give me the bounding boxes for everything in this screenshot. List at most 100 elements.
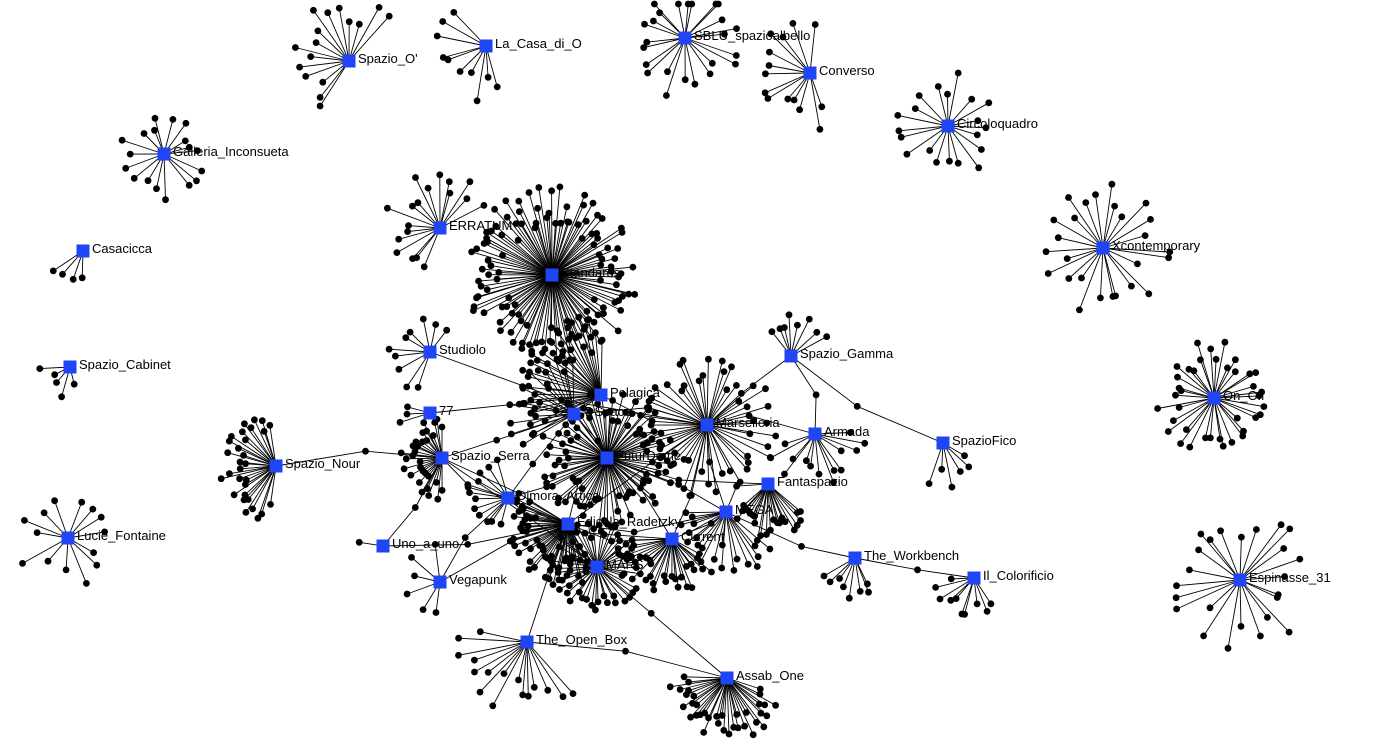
hub-node-studiolo[interactable]: Studiolo bbox=[423, 342, 486, 359]
hub-square-icon[interactable] bbox=[376, 539, 390, 553]
hub-square-icon[interactable] bbox=[967, 571, 981, 585]
hub-square-icon[interactable] bbox=[423, 406, 437, 420]
leaf-node-standards bbox=[611, 299, 619, 306]
hub-square-icon[interactable] bbox=[435, 451, 449, 465]
leaf-node-standards bbox=[508, 310, 516, 317]
leaf-node-t_space bbox=[569, 356, 577, 364]
hub-square-icon[interactable] bbox=[719, 505, 733, 519]
spoke-edge-standards bbox=[508, 274, 553, 299]
hub-square-icon[interactable] bbox=[1207, 391, 1221, 405]
hub-node-circoloquadro[interactable]: Circoloquadro bbox=[941, 116, 1038, 133]
hub-square-icon[interactable] bbox=[590, 560, 604, 574]
hub-square-icon[interactable] bbox=[423, 345, 437, 359]
hub-node-assab_one[interactable]: Assab_One bbox=[720, 668, 804, 685]
hub-node-on_off[interactable]: On_Off bbox=[1207, 388, 1266, 405]
hub-node-fantaspazio[interactable]: Fantaspazio bbox=[761, 474, 848, 491]
leaf-node-spazio_nour bbox=[266, 421, 274, 429]
hub-square-icon[interactable] bbox=[700, 418, 714, 432]
hub-node-mars[interactable]: MARS bbox=[590, 557, 644, 574]
leaf-node-standards bbox=[468, 248, 475, 256]
leaf-node-assab_one bbox=[756, 700, 763, 708]
hub-node-xcontemporary[interactable]: Xcontemporary bbox=[1096, 238, 1201, 255]
leaf-node-spazio_nour bbox=[240, 452, 247, 459]
hub-label-lucie_fontaine: Lucie_Fontaine bbox=[77, 528, 166, 543]
hub-node-il_colorificio[interactable]: Il_Colorificio bbox=[967, 568, 1054, 585]
hub-square-icon[interactable] bbox=[561, 517, 575, 531]
leaf-node-converso bbox=[765, 62, 773, 69]
spoke-edge-pelagica bbox=[522, 369, 602, 396]
leaf-node-the_workbench bbox=[845, 594, 853, 602]
hub-node-casacicca[interactable]: Casacicca bbox=[76, 241, 153, 258]
hub-square-icon[interactable] bbox=[720, 671, 734, 685]
hub-node-marselleria[interactable]: Marselleria bbox=[700, 415, 781, 432]
hub-node-the_open_box[interactable]: The_Open_Box bbox=[520, 632, 628, 649]
leaf-node-marselleria bbox=[705, 355, 712, 363]
hub-node-espinasse_31[interactable]: Espinasse_31 bbox=[1233, 570, 1331, 587]
hub-node-spazio_serra[interactable]: Spazio_Serra bbox=[435, 448, 531, 465]
spoke-edge-espinasse_31 bbox=[1239, 576, 1285, 581]
hub-node-lucie_fontaine[interactable]: Lucie_Fontaine bbox=[61, 528, 166, 545]
hub-node-erratum[interactable]: ERRATUM bbox=[433, 218, 513, 235]
hub-square-icon[interactable] bbox=[76, 244, 90, 258]
hub-node-spazio_o[interactable]: Spazio_O' bbox=[342, 51, 418, 68]
hub-node-mega[interactable]: MEGA bbox=[719, 502, 774, 519]
hub-square-icon[interactable] bbox=[157, 147, 171, 161]
spoke-edge-futurdome bbox=[583, 457, 608, 507]
hub-node-armada[interactable]: Armada bbox=[808, 424, 871, 441]
hub-square-icon[interactable] bbox=[433, 221, 447, 235]
hub-square-icon[interactable] bbox=[808, 427, 822, 441]
spoke-edge-standards bbox=[551, 202, 594, 276]
hub-square-icon[interactable] bbox=[803, 66, 817, 80]
hub-square-icon[interactable] bbox=[520, 635, 534, 649]
spoke-edge-marselleria bbox=[706, 424, 723, 474]
hub-node-dimora_artica[interactable]: Dimora_Artica bbox=[501, 488, 601, 505]
leaf-node-standards bbox=[613, 281, 620, 289]
hub-node-standards[interactable]: Standards bbox=[545, 265, 621, 282]
hub-square-icon[interactable] bbox=[479, 39, 493, 53]
leaf-node-standards bbox=[499, 252, 506, 259]
hub-node-t_space[interactable]: T-Space bbox=[567, 404, 632, 421]
hub-node-spaziofico[interactable]: SpazioFico bbox=[936, 433, 1017, 450]
hub-square-icon[interactable] bbox=[545, 268, 559, 282]
hub-square-icon[interactable] bbox=[665, 532, 679, 546]
leaf-node-circoloquadro bbox=[985, 99, 993, 107]
hub-square-icon[interactable] bbox=[761, 477, 775, 491]
spoke-edge-marselleria bbox=[706, 424, 771, 458]
hub-node-la_casa_di_o[interactable]: La_Casa_di_O bbox=[479, 36, 582, 53]
hub-square-icon[interactable] bbox=[678, 31, 692, 45]
hub-node-spazio_cabinet[interactable]: Spazio_Cabinet bbox=[63, 357, 172, 374]
hub-node-sblu[interactable]: SBLU_spazioalbello bbox=[678, 28, 811, 45]
hub-square-icon[interactable] bbox=[594, 388, 608, 402]
hub-node-pelagica[interactable]: Pelagica bbox=[594, 385, 661, 402]
hub-square-icon[interactable] bbox=[433, 575, 447, 589]
hub-node-edicola_radetzky[interactable]: Edicola_Radetzky bbox=[561, 514, 682, 531]
hub-node-uno_a_uno[interactable]: Uno_a_uno bbox=[376, 536, 460, 553]
hub-square-icon[interactable] bbox=[269, 459, 283, 473]
hub-square-icon[interactable] bbox=[61, 531, 75, 545]
hub-node-the_workbench[interactable]: The_Workbench bbox=[848, 548, 960, 565]
hub-node-spazio_nour[interactable]: Spazio_Nour bbox=[269, 456, 361, 473]
hub-node-galleria_inconsueta[interactable]: Galleria_Inconsueta bbox=[157, 144, 290, 161]
hub-node-futurdome[interactable]: FuturDome bbox=[600, 448, 682, 465]
spoke-edge-futurdome bbox=[605, 413, 608, 459]
hub-node-n77[interactable]: 77 bbox=[423, 403, 454, 420]
hub-node-vegapunk[interactable]: Vegapunk bbox=[433, 572, 508, 589]
hub-square-icon[interactable] bbox=[600, 451, 614, 465]
hub-square-icon[interactable] bbox=[342, 54, 356, 68]
hub-square-icon[interactable] bbox=[936, 436, 950, 450]
hub-square-icon[interactable] bbox=[941, 119, 955, 133]
hub-square-icon[interactable] bbox=[784, 349, 798, 363]
leaf-node-edicola_radetzky bbox=[566, 560, 574, 568]
leaf-node-galleria_inconsueta bbox=[182, 119, 190, 127]
hub-square-icon[interactable] bbox=[1233, 573, 1247, 587]
hub-node-current[interactable]: Current bbox=[665, 529, 725, 546]
hub-square-icon[interactable] bbox=[567, 407, 581, 421]
hub-square-icon[interactable] bbox=[501, 491, 515, 505]
hub-square-icon[interactable] bbox=[63, 360, 77, 374]
leaf-node-on_off bbox=[1207, 345, 1215, 353]
hub-square-icon[interactable] bbox=[848, 551, 862, 565]
leaf-node-futurdome bbox=[670, 460, 678, 468]
hub-node-spazio_gamma[interactable]: Spazio_Gamma bbox=[784, 346, 894, 363]
hub-node-converso[interactable]: Converso bbox=[803, 63, 875, 80]
hub-square-icon[interactable] bbox=[1096, 241, 1110, 255]
